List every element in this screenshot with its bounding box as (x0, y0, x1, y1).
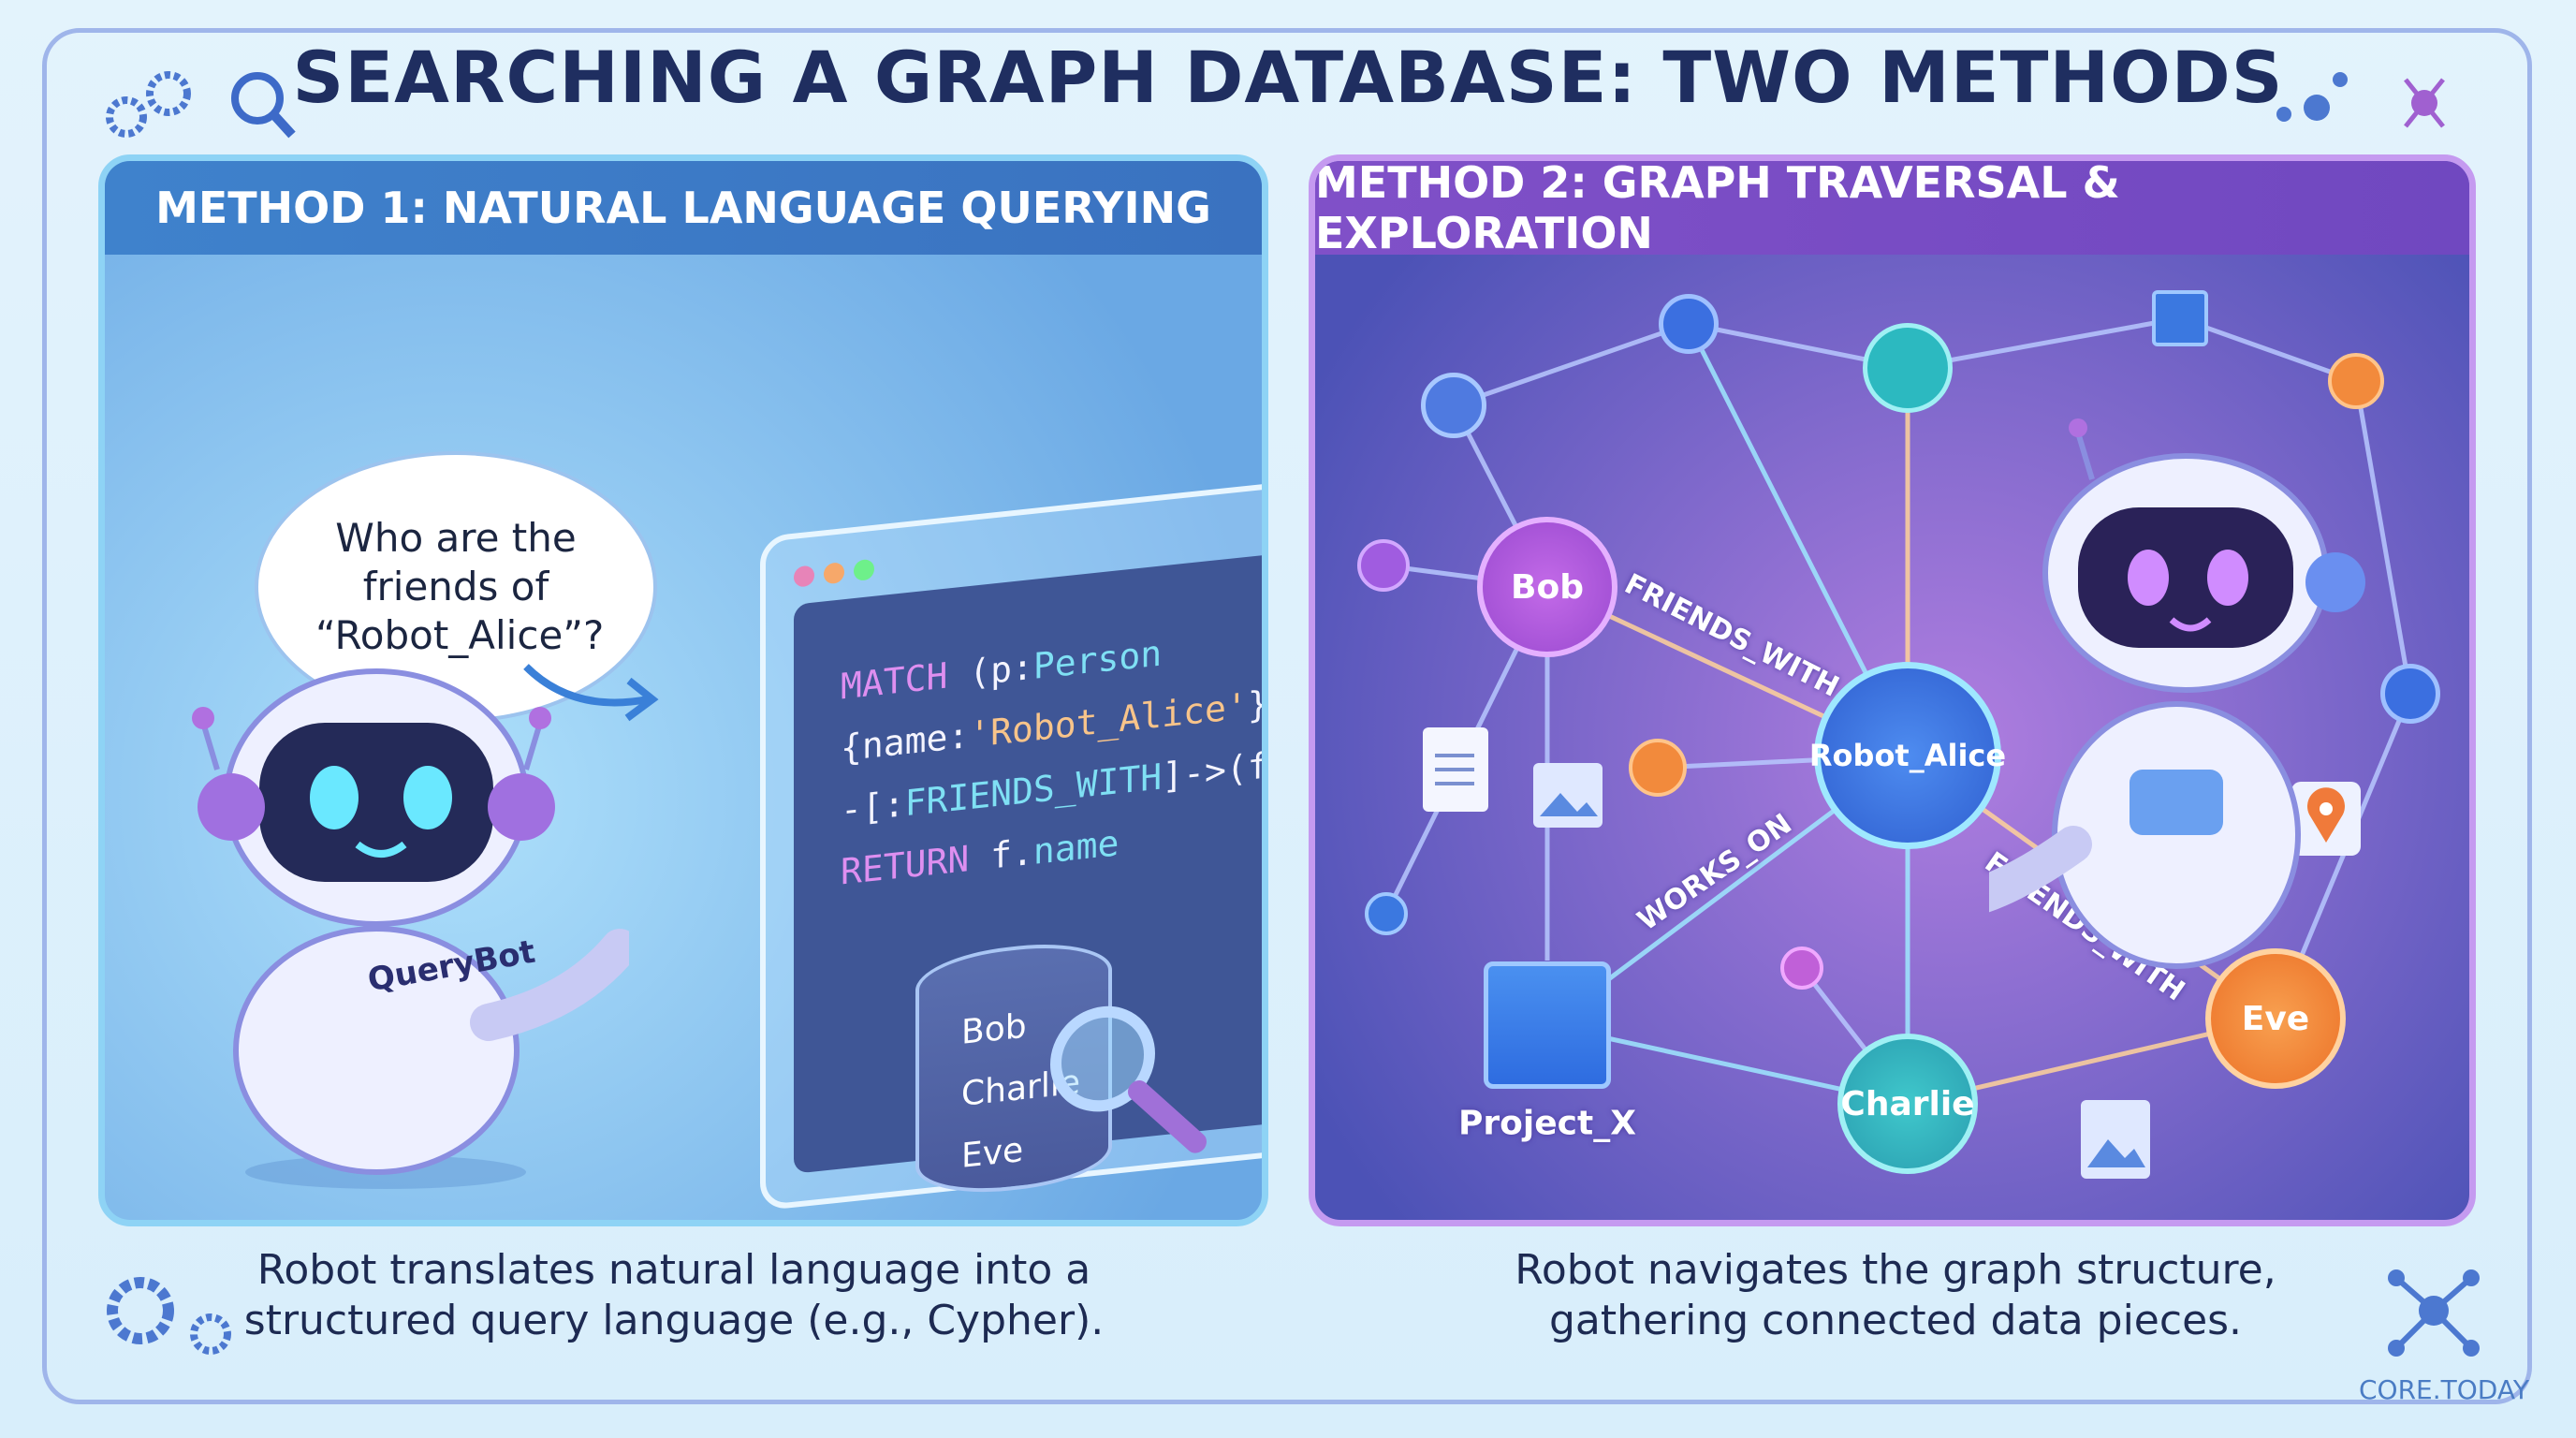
code-token: ]->(f) (1162, 741, 1268, 798)
graph-node[interactable] (1629, 739, 1687, 797)
graph-node[interactable] (2380, 664, 2440, 724)
graph-node[interactable] (1863, 323, 1953, 413)
gears-search-icon (106, 71, 296, 139)
page-title: SEARCHING A GRAPH DATABASE: TWO METHODS (292, 36, 2284, 119)
code-token: }) (1247, 680, 1268, 726)
code-token: Person (1032, 632, 1163, 687)
caption-line: Robot translates natural language into a (256, 1246, 1091, 1294)
window-dot-orange (824, 562, 844, 585)
code-token: RETURN (841, 838, 970, 893)
querybot-robot-icon (192, 668, 629, 1189)
brand-text: CORE.TODAY (2359, 1374, 2529, 1405)
node-eve[interactable]: Eve (2205, 948, 2346, 1089)
window-dot-green (854, 558, 874, 582)
query-window: MATCH (p:Person {name:'Robot_Alice'}) -[… (760, 477, 1268, 1211)
thought-text: Who are the friends of “Robot_Alice”? (315, 515, 605, 658)
code-token: name (1032, 822, 1120, 873)
caption-line: gathering connected data pieces. (1548, 1297, 2243, 1344)
graph-node[interactable] (1357, 539, 1410, 592)
cypher-query: MATCH (p:Person {name:'Robot_Alice'}) -[… (841, 609, 1268, 902)
node-charlie[interactable]: Charlie (1837, 1034, 1978, 1174)
code-token: {name: (841, 714, 970, 770)
network-icon (2388, 1269, 2480, 1357)
method1-header: METHOD 1: NATURAL LANGUAGE QUERYING (105, 161, 1262, 255)
code-token: FRIENDS_WITH (904, 756, 1163, 825)
graph-node[interactable] (1365, 892, 1408, 935)
arrow-icon (523, 664, 659, 722)
decorative-frame (42, 28, 2532, 1404)
method1-panel: METHOD 1: NATURAL LANGUAGE QUERYING Who … (98, 154, 1268, 1226)
image-icon (2081, 1100, 2150, 1179)
code-token: (p: (947, 645, 1033, 697)
location-pin-icon (2291, 782, 2361, 856)
graph-node[interactable] (1421, 373, 1486, 438)
magnifier-icon (1050, 1005, 1207, 1153)
node-project-x[interactable] (1484, 961, 1611, 1089)
code-token: MATCH (841, 654, 948, 708)
code-token: 'Robot_Alice' (969, 684, 1248, 756)
node-project-x-label: Project_X (1458, 1104, 1636, 1143)
code-token: -[: (841, 783, 905, 831)
method1-caption: Robot translates natural language into a… (89, 1245, 1259, 1346)
node-bob[interactable]: Bob (1477, 517, 1617, 657)
method2-panel: METHOD 2: GRAPH TRAVERSAL & EXPLORATION … (1309, 154, 2476, 1226)
graph-node[interactable] (1659, 294, 1719, 354)
code-editor: MATCH (p:Person {name:'Robot_Alice'}) -[… (794, 552, 1268, 1201)
gears-icon (107, 1277, 231, 1355)
method2-header: METHOD 2: GRAPH TRAVERSAL & EXPLORATION (1315, 161, 2469, 258)
method2-caption: Robot navigates the graph structure,gath… (1310, 1245, 2481, 1346)
code-token: f. (969, 830, 1033, 880)
caption-line: structured query language (e.g., Cypher)… (243, 1297, 1105, 1344)
thought-bubble: Who are the friends of “Robot_Alice”? (255, 451, 657, 723)
graph-node[interactable] (1780, 946, 1823, 990)
window-dot-red (794, 565, 814, 588)
graph-node[interactable] (2328, 353, 2384, 409)
graph-node-square[interactable] (2152, 290, 2208, 346)
explorer-robot-icon (1989, 418, 2365, 969)
network-icon (2276, 72, 2445, 128)
image-icon (1533, 763, 1603, 828)
brand-logo: CORE.TODAY (2359, 1374, 2529, 1405)
document-icon (1423, 727, 1488, 812)
node-robot-alice[interactable]: Robot_Alice (1809, 662, 2006, 849)
caption-line: Robot navigates the graph structure, (1515, 1246, 2276, 1294)
